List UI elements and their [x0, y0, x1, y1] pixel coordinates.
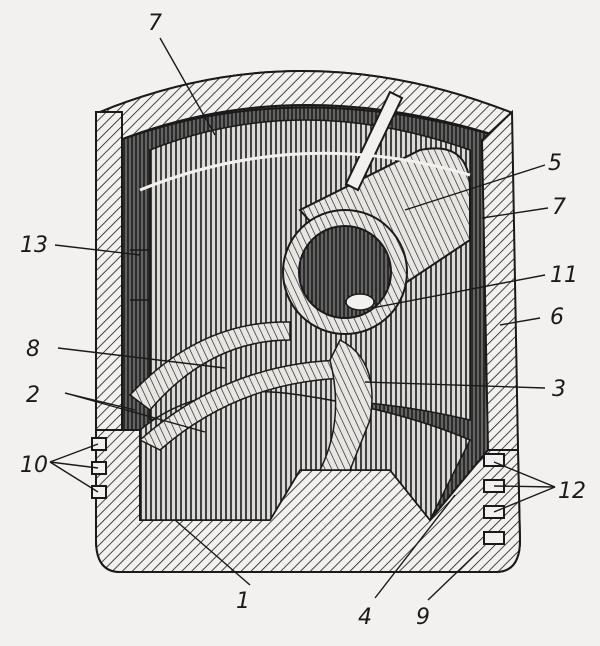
callout-6: 6: [550, 305, 564, 330]
leader-lines: [49, 37, 556, 601]
rib-curve-8: [128, 321, 291, 412]
callout-1: 1: [236, 589, 250, 614]
callout-4: 4: [358, 605, 372, 630]
callout-7-right: 7: [552, 195, 566, 220]
callout-11: 11: [550, 263, 578, 288]
callout-9: 9: [416, 605, 430, 630]
callout-7-top: 7: [148, 11, 162, 36]
callout-10: 10: [20, 453, 48, 478]
callout-12: 12: [558, 479, 586, 504]
callout-5: 5: [548, 151, 562, 176]
left-wall: [95, 111, 123, 431]
callout-13: 13: [20, 233, 48, 258]
pin-boss-rib: [318, 338, 373, 471]
callout-8: 8: [26, 337, 40, 362]
ring-grooves-left: [91, 437, 107, 499]
piston-pin-boss: [282, 147, 471, 335]
callout-3: 3: [552, 377, 566, 402]
callout-2: 2: [26, 383, 40, 408]
